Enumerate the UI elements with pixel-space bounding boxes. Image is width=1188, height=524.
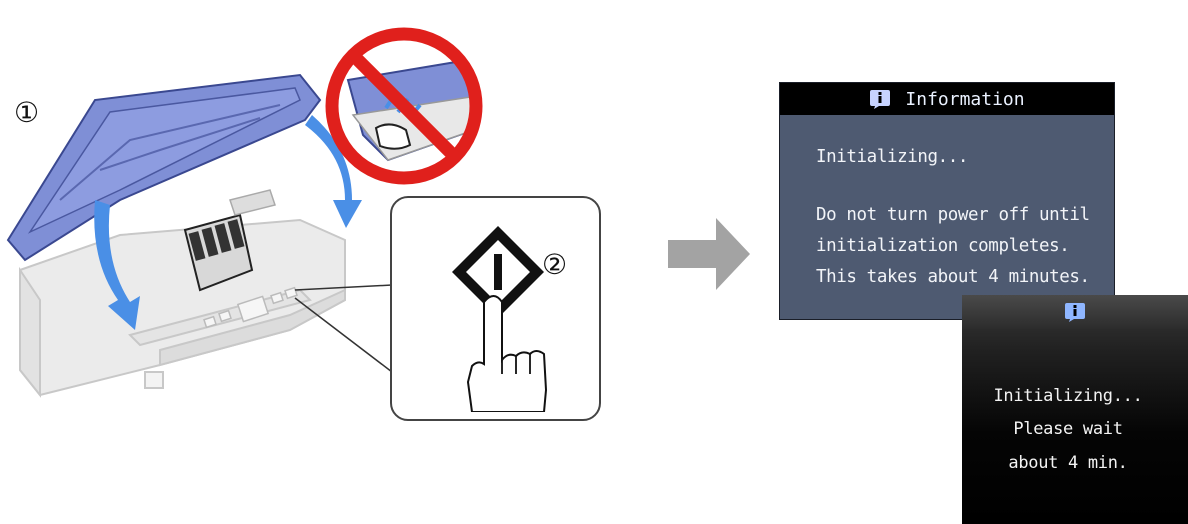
power-button-callout: ② bbox=[390, 196, 601, 421]
right-arrow-icon bbox=[668, 218, 750, 290]
printer-lid bbox=[6, 73, 322, 262]
screen-title: Information bbox=[905, 88, 1025, 110]
screen-message-line: Do not turn power off until bbox=[816, 205, 1090, 225]
prohibited-sign-icon bbox=[325, 27, 483, 185]
screen-header bbox=[962, 295, 1188, 329]
control-panel bbox=[203, 286, 298, 329]
lcd-screen-initializing: Initializing... Please wait about 4 min. bbox=[962, 295, 1188, 524]
info-icon bbox=[870, 90, 891, 109]
screen-message-line: This takes about 4 minutes. bbox=[816, 267, 1090, 287]
screen-message-line: Please wait bbox=[1013, 419, 1123, 439]
screen-message-line: Initializing... bbox=[993, 386, 1143, 406]
printer-illustration bbox=[6, 73, 362, 398]
callout-lines bbox=[294, 284, 393, 373]
close-lid-arrows bbox=[94, 115, 362, 330]
step-1-marker: ① bbox=[14, 96, 40, 129]
step-2-marker: ② bbox=[542, 248, 568, 281]
power-button-icon bbox=[452, 226, 544, 318]
screen-header: Information bbox=[780, 83, 1114, 115]
screen-message-line: about 4 min. bbox=[1008, 453, 1128, 473]
ink-carriage bbox=[183, 189, 276, 292]
lcd-screen-information: Information Initializing... Do not turn … bbox=[779, 82, 1115, 320]
screen-message-line: Initializing... bbox=[816, 147, 969, 167]
pointing-hand-icon bbox=[466, 295, 548, 412]
screen-message-line: initialization completes. bbox=[816, 236, 1070, 256]
info-icon bbox=[1065, 303, 1085, 322]
